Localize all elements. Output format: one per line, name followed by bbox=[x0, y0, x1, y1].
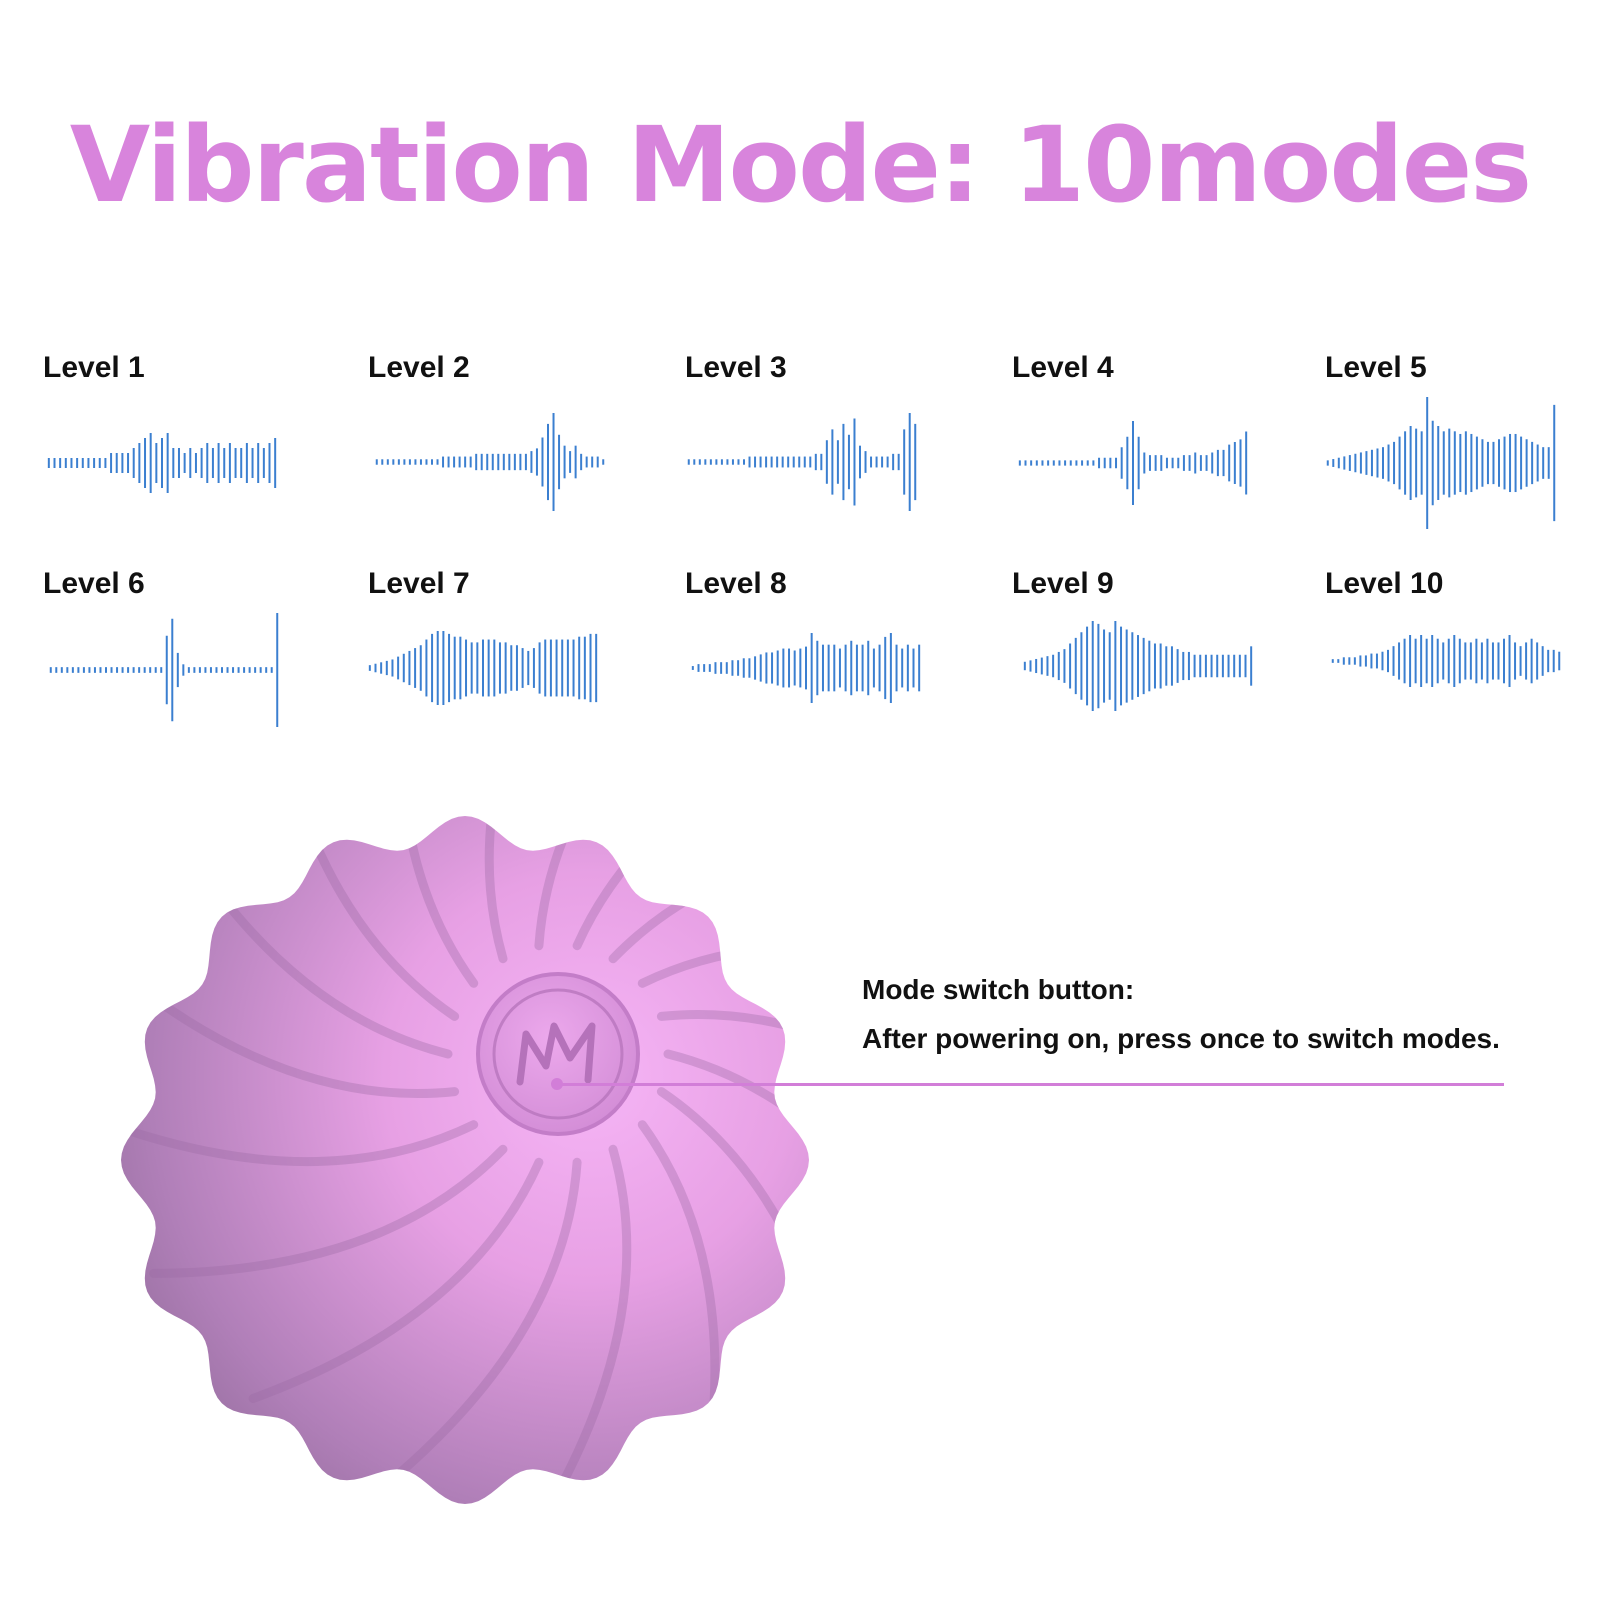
level-6-waveform-icon bbox=[49, 613, 279, 727]
callout-line bbox=[560, 1083, 1504, 1086]
page-title: Vibration Mode: 10modes bbox=[69, 104, 1532, 226]
level-8-label: Level 8 bbox=[685, 567, 787, 600]
callout-dot bbox=[551, 1078, 563, 1090]
level-9-waveform-icon bbox=[1023, 621, 1253, 711]
level-4-waveform-icon bbox=[1018, 421, 1248, 505]
mode-switch-button[interactable] bbox=[476, 972, 640, 1136]
level-7-waveform-icon bbox=[368, 631, 598, 705]
letter-m-logo-icon bbox=[516, 1022, 596, 1086]
level-3-waveform-icon bbox=[687, 413, 917, 511]
callout-description: After powering on, press once to switch … bbox=[862, 1023, 1500, 1054]
level-1-waveform-icon bbox=[47, 433, 277, 493]
massage-ball-image bbox=[121, 816, 809, 1504]
level-4-label: Level 4 bbox=[1012, 351, 1114, 384]
callout-heading: Mode switch button: bbox=[862, 974, 1135, 1005]
level-10-label: Level 10 bbox=[1325, 567, 1444, 600]
level-10-waveform-icon bbox=[1331, 635, 1561, 687]
level-5-waveform-icon bbox=[1326, 397, 1556, 529]
level-2-label: Level 2 bbox=[368, 351, 470, 384]
level-8-waveform-icon bbox=[691, 633, 921, 703]
level-9-label: Level 9 bbox=[1012, 567, 1114, 600]
level-1-label: Level 1 bbox=[43, 351, 145, 384]
level-5-label: Level 5 bbox=[1325, 351, 1427, 384]
level-7-label: Level 7 bbox=[368, 567, 470, 600]
level-3-label: Level 3 bbox=[685, 351, 787, 384]
level-2-waveform-icon bbox=[375, 413, 605, 511]
ball-body bbox=[121, 816, 809, 1504]
level-6-label: Level 6 bbox=[43, 567, 145, 600]
